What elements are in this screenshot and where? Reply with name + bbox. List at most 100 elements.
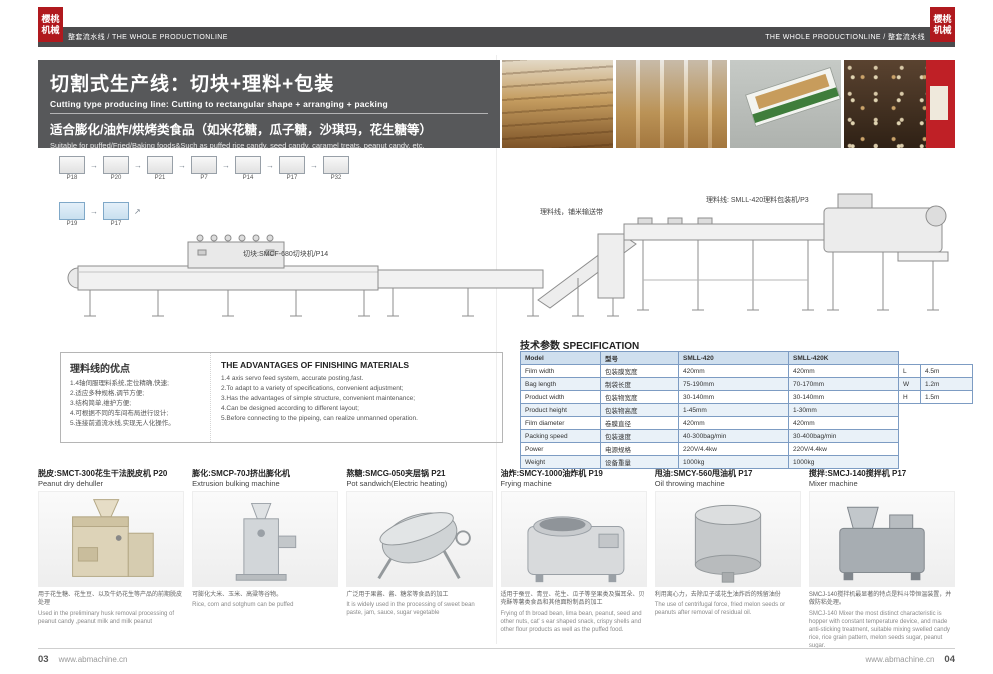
spec-cell bbox=[920, 416, 973, 430]
spec-cell: SMLL-420 bbox=[678, 351, 789, 365]
footer-divider bbox=[38, 648, 955, 649]
spec-cell: 1-30mm bbox=[788, 403, 899, 417]
spec-cell bbox=[898, 351, 921, 365]
diagram-thumbnails-row2: P19 → P17 ↗ bbox=[58, 202, 141, 227]
spec-cell: 420mm bbox=[678, 364, 789, 378]
machine-desc-en: Frying of th broad bean, lima bean, pean… bbox=[500, 610, 642, 633]
spec-title-en: SPECIFICATION bbox=[562, 341, 640, 352]
website-link-right[interactable]: www.abmachine.cn bbox=[865, 655, 935, 664]
machine-card-row: 脱皮:SMCT-300花生干法脱皮机 P20 Peanut dry dehull… bbox=[38, 468, 956, 650]
thumbnail-label: P17 bbox=[110, 221, 122, 227]
spec-cell: 4.5m bbox=[920, 364, 973, 378]
website-link-left[interactable]: www.abmachine.cn bbox=[58, 655, 128, 664]
spec-cell: Product width bbox=[520, 390, 601, 404]
advantages-zh-title: 理料线的优点 bbox=[70, 364, 130, 375]
machine-card-mixer: 搅拌:SMCJ-140搅拌机 P17 Mixer machine SMCJ-14… bbox=[808, 468, 956, 650]
spec-cell bbox=[898, 416, 921, 430]
spec-cell bbox=[920, 429, 973, 443]
product-photo-packaged-bar bbox=[730, 60, 841, 148]
machine-photo-fryer bbox=[500, 491, 647, 587]
advantage-item: 4.Can be designed according to different… bbox=[221, 405, 359, 413]
machine-photo-kettle bbox=[346, 491, 493, 587]
brand-logo-right: 樱桃机械 bbox=[930, 7, 955, 42]
spec-row: Power 电源规格 220V/4.4kw 220V/4.4kw bbox=[520, 442, 973, 456]
spec-cell: 包装物高度 bbox=[600, 403, 679, 417]
extruder-illustration bbox=[235, 502, 297, 581]
footer-left: 03 www.abmachine.cn bbox=[38, 654, 128, 665]
machine-title-en: Oil throwing machine bbox=[654, 479, 725, 488]
advantage-item: 4.可根据不同的车间布局进行设计; bbox=[70, 410, 169, 418]
product-photo-cereal-bars-closeup bbox=[616, 60, 727, 148]
machine-desc-zh: 广泛用于果酱、酱、糖浆等食品的加工 bbox=[346, 592, 449, 598]
spec-cell: Model bbox=[520, 351, 601, 365]
spec-cell bbox=[898, 429, 921, 443]
machine-photo-oil-thrower bbox=[654, 491, 801, 587]
spec-cell: 包装速度 bbox=[600, 429, 679, 443]
advantages-zh-column: 理料线的优点 1.4轴伺服理料系统,定位精确,快速; 2.适应多种规格,调节方便… bbox=[61, 353, 211, 442]
advantage-item: 2.适应多种规格,调节方便; bbox=[70, 390, 145, 398]
machine-photo-mixer bbox=[808, 491, 956, 587]
spec-title-zh: 技术参数 bbox=[520, 341, 560, 352]
line-drawing bbox=[67, 193, 949, 317]
advantage-item: 5.Before connecting to the pipeing, can … bbox=[221, 415, 418, 423]
machine-title-en: Frying machine bbox=[500, 479, 552, 488]
spec-cell: 40-300bag/min bbox=[678, 429, 789, 443]
machine-title-en: Pot sandwich(Electric heating) bbox=[346, 479, 448, 488]
centrifuge-illustration bbox=[694, 504, 761, 583]
thumbnail-label: P32 bbox=[330, 175, 342, 181]
machine-thumbnail-icon bbox=[103, 202, 129, 220]
diagram-label-cutting: 切块:SMCF-680切块机/P14 bbox=[243, 251, 329, 258]
machine-desc-en: SMCJ-140 Mixer the most distinct charact… bbox=[808, 610, 950, 650]
page-gutter bbox=[496, 55, 497, 644]
thumbnail-label: P20 bbox=[110, 175, 122, 181]
spec-cell: 75-190mm bbox=[678, 377, 789, 391]
spec-row: Packing speed 包装速度 40-300bag/min 30-400b… bbox=[520, 429, 973, 443]
header-strip-right-text: THE WHOLE PRODUCTIONLINE / 整套流水线 bbox=[765, 34, 925, 41]
machine-thumbnail: P17 bbox=[102, 202, 130, 227]
thumbnail-label: P18 bbox=[66, 175, 78, 181]
machine-desc-zh: 利用离心力，去除瓜子或花生油炸后的残留油份 bbox=[654, 592, 781, 598]
machine-title-zh: 脱皮:SMCT-300花生干法脱皮机 P20 bbox=[38, 469, 168, 478]
thumbnail-label: P17 bbox=[286, 175, 298, 181]
spec-row: Product height 包装物高度 1-45mm 1-30mm bbox=[520, 403, 973, 417]
spec-cell: Packing speed bbox=[520, 429, 601, 443]
machine-card-jacketed-kettle: 熬糖:SMCG-050夹层锅 P21 Pot sandwich(Electric… bbox=[346, 468, 493, 650]
advantages-zh-list: 1.4轴伺服理料系统,定位精确,快速; 2.适应多种规格,调节方便; 3.结构简… bbox=[70, 379, 201, 429]
machine-desc-en: Used in the preliminary husk removal pro… bbox=[38, 610, 175, 625]
spec-cell: 420mm bbox=[788, 364, 899, 378]
thumbnail-label: P14 bbox=[242, 175, 254, 181]
spec-cell: 制袋长度 bbox=[600, 377, 679, 391]
arrow-right-icon: → bbox=[90, 161, 98, 170]
product-photo-cereal-bars-stack bbox=[502, 60, 613, 148]
diagram-label-conveyor: 理料线，铺米输送带 bbox=[540, 209, 603, 216]
arrow-right-icon: → bbox=[266, 161, 274, 170]
spec-cell: 包装膜宽度 bbox=[600, 364, 679, 378]
machine-thumbnail: P14 bbox=[234, 156, 262, 181]
spec-cell bbox=[898, 442, 921, 456]
spec-table: Model 型号 SMLL-420 SMLL-420K Film width 包… bbox=[520, 351, 973, 469]
machine-thumbnail-icon bbox=[103, 156, 129, 174]
machine-desc-en: Rice, corn and sotghum can be puffed bbox=[192, 602, 294, 609]
machine-desc-zh: 用于花生糖、花生豆、以及牛奶花生等产品的前期脱皮处理 bbox=[38, 592, 183, 607]
spec-cell: 1.5m bbox=[920, 390, 973, 404]
advantages-en-column: THE ADVANTAGES OF FINISHING MATERIALS 1.… bbox=[211, 353, 502, 442]
spec-cell: 420mm bbox=[678, 416, 789, 430]
dehuller-illustration bbox=[72, 499, 154, 577]
product-photo-nut-bars bbox=[844, 60, 955, 148]
spec-cell: L bbox=[898, 364, 921, 378]
spec-cell: 70-170mm bbox=[788, 377, 899, 391]
arrow-right-icon: → bbox=[134, 161, 142, 170]
spec-cell: 电源规格 bbox=[600, 442, 679, 456]
page-number-right: 04 bbox=[944, 654, 955, 665]
thumbnail-label: P19 bbox=[66, 221, 78, 227]
advantage-item: 1.4 axis servo feed system, accurate pos… bbox=[221, 375, 364, 382]
spec-title: 技术参数 SPECIFICATION bbox=[520, 337, 639, 352]
spec-cell bbox=[898, 403, 921, 417]
machine-card-oil-thrower: 甩油:SMCY-560甩油机 P17 Oil throwing machine … bbox=[654, 468, 801, 650]
machine-title-zh: 熬糖:SMCG-050夹层锅 P21 bbox=[346, 469, 446, 478]
spec-cell: SMLL-420K bbox=[788, 351, 899, 365]
spec-cell: 420mm bbox=[788, 416, 899, 430]
title-block: 切割式生产线：切块+理料+包装 Cutting type producing l… bbox=[38, 60, 500, 150]
advantage-item: 2.To adapt to a variety of specification… bbox=[221, 385, 404, 393]
